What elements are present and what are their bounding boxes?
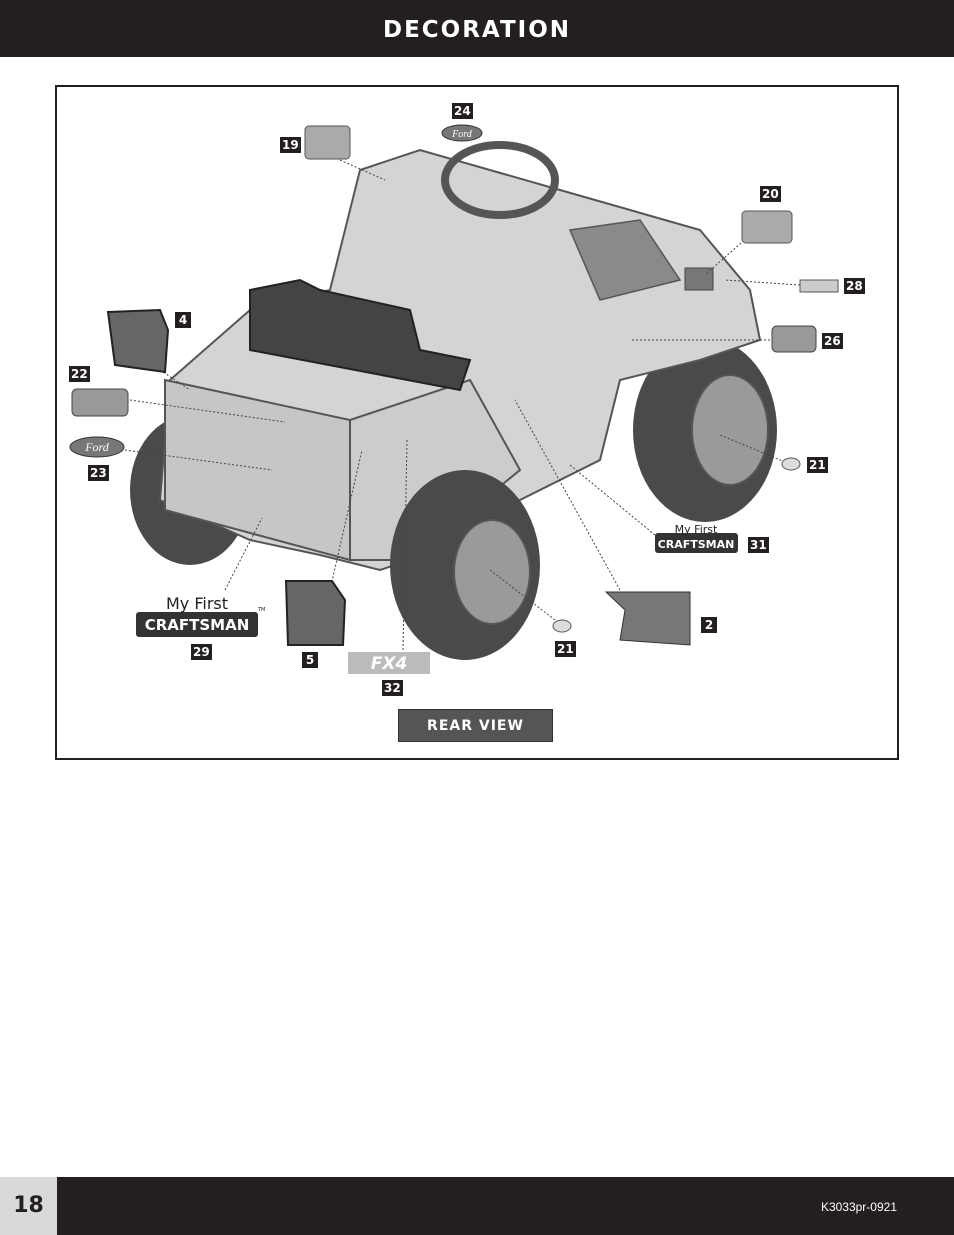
- craftsman-top-31: My First: [675, 523, 718, 536]
- callout-22: 22: [69, 366, 90, 382]
- side-mirror: [684, 267, 714, 291]
- craftsman-logo-29: [136, 612, 258, 637]
- page-number: 18: [13, 1193, 44, 1218]
- footer-bar: [0, 1177, 954, 1235]
- ford-text-23: Ford: [84, 440, 110, 454]
- craftsman-bottom-29: CRAFTSMAN: [145, 616, 250, 634]
- callout-28: 28: [844, 278, 865, 294]
- leader-line: [514, 399, 621, 591]
- leader-line: [402, 439, 408, 651]
- callout-32: 32: [382, 680, 403, 696]
- callout-21-b: 21: [555, 641, 576, 657]
- trademark-29: TM: [257, 607, 265, 613]
- taillight-5: [284, 580, 347, 646]
- leader-line: [489, 569, 556, 621]
- callout-19: 19: [280, 137, 301, 153]
- header-bar: [0, 0, 954, 57]
- leader-line: [569, 464, 656, 536]
- callout-26: 26: [822, 333, 843, 349]
- ford-text-24: Ford: [451, 129, 473, 140]
- seat: [249, 278, 472, 392]
- front-right-rim: [691, 374, 769, 486]
- craftsman-top-29: My First: [166, 594, 228, 613]
- hub-cap-21a: [781, 457, 801, 471]
- page-number-box: [0, 1177, 57, 1235]
- tool-decal-2: [604, 591, 691, 646]
- callout-31: 31: [748, 537, 769, 553]
- mirror-decal-19: [304, 125, 351, 160]
- badge-28: [799, 279, 839, 293]
- callout-23: 23: [88, 465, 109, 481]
- callout-4: 4: [175, 312, 191, 328]
- truck-illustration: [130, 141, 777, 660]
- callout-5: 5: [302, 652, 318, 668]
- callout-2: 2: [701, 617, 717, 633]
- truck-decoration-diagram: Ford Ford My First CRAFTSMAN My First CR…: [69, 124, 839, 674]
- rear-right-rim: [453, 519, 531, 625]
- page-title: DECORATION: [382, 17, 571, 43]
- document-code: K3033pr-0921: [820, 1200, 897, 1214]
- ford-emblem-23: [69, 436, 125, 458]
- fx4-logo-32: [348, 652, 430, 674]
- leader-line: [724, 279, 801, 286]
- door-handle-26: [771, 325, 817, 353]
- callout-24: 24: [452, 103, 473, 119]
- leader-line: [224, 517, 263, 591]
- part-thumbnails: [69, 124, 839, 674]
- callout-21: 21: [807, 457, 828, 473]
- tailgate-handle-22: [71, 388, 129, 417]
- ford-emblem-24: [441, 124, 483, 142]
- hub-cap-21b: [552, 619, 572, 633]
- taillight-4: [106, 308, 170, 374]
- craftsman-logo-31: [655, 533, 738, 553]
- leader-line: [124, 449, 273, 471]
- leader-lines: [124, 159, 801, 651]
- mirror-decal-20: [741, 210, 793, 244]
- rear-view-label: REAR VIEW: [398, 709, 553, 742]
- cab-window: [568, 219, 682, 301]
- callout-20: 20: [760, 186, 781, 202]
- steering-wheel: [441, 141, 559, 219]
- leader-line: [339, 159, 386, 181]
- craftsman-bottom-31: CRAFTSMAN: [658, 538, 735, 551]
- fx4-text-32: FX4: [371, 654, 408, 674]
- callout-29: 29: [191, 644, 212, 660]
